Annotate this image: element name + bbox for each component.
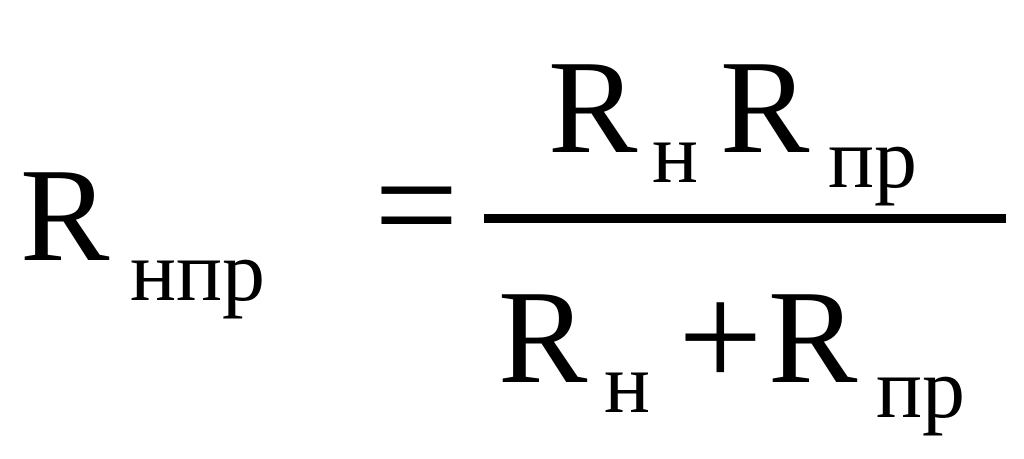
denominator-term1-symbol: R — [498, 263, 588, 411]
lhs-symbol: R — [20, 141, 110, 289]
numerator-term2-subscript: пр — [828, 110, 918, 206]
fraction-bar — [484, 214, 1006, 223]
numerator-term1-symbol: R — [548, 33, 638, 181]
numerator-term2-symbol: R — [720, 33, 810, 181]
denominator-term2-subscript: пр — [876, 340, 966, 436]
lhs-subscript: нпр — [130, 223, 266, 319]
plus-sign: + — [678, 254, 763, 420]
denominator-term2-symbol: R — [768, 263, 858, 411]
denominator-term1-subscript: н — [604, 335, 651, 431]
equals-sign: = — [374, 122, 459, 288]
numerator-term1-subscript: н — [652, 105, 699, 201]
